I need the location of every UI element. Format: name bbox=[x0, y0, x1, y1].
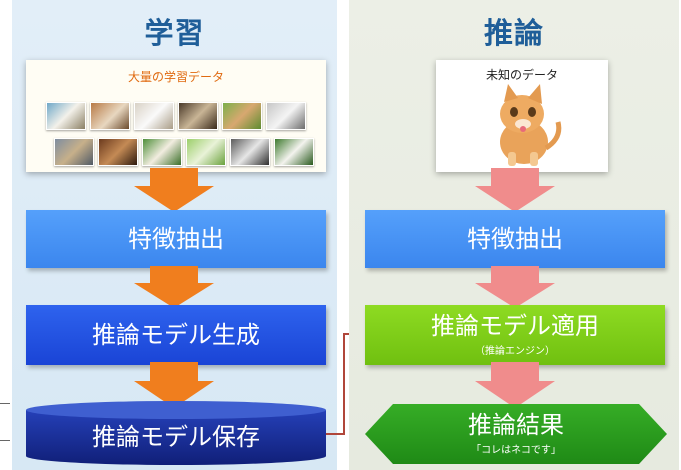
pet-photo-thumbnail bbox=[230, 138, 270, 166]
infer-feature-extraction-box: 特徴抽出 bbox=[365, 210, 665, 268]
learn-feature-extraction-label: 特徴抽出 bbox=[128, 224, 224, 253]
infer-arrow-1 bbox=[475, 168, 555, 212]
pet-photo-thumbnail bbox=[142, 138, 182, 166]
model-storage-database bbox=[26, 401, 326, 465]
kitten-image bbox=[500, 84, 562, 166]
pet-photo-thumbnail bbox=[54, 138, 94, 166]
inference-result-label-wrap: 推論結果 「コレはネコです」 bbox=[365, 404, 667, 464]
inference-result-label: 推論結果 bbox=[468, 410, 564, 439]
infer-arrow-3 bbox=[475, 362, 555, 408]
bird-photo-thumbnail bbox=[186, 138, 226, 166]
learn-feature-extraction-box: 特徴抽出 bbox=[26, 210, 326, 268]
model-generation-label: 推論モデル生成 bbox=[92, 320, 260, 349]
pet-photo-thumbnail bbox=[98, 138, 138, 166]
inference-panel: 推論 未知のデータ 特徴抽出 推論モデル適用 （推論エンジン） bbox=[349, 0, 679, 470]
unknown-data-label: 未知のデータ bbox=[485, 68, 558, 82]
pet-photo-thumbnail bbox=[222, 102, 262, 130]
inference-title: 推論 bbox=[483, 16, 544, 50]
model-application-label: 推論モデル適用 bbox=[431, 311, 599, 340]
edge-line-top bbox=[0, 403, 10, 404]
unknown-data-card: 未知のデータ bbox=[436, 60, 608, 172]
learning-title: 学習 bbox=[144, 16, 205, 50]
learn-arrow-2 bbox=[134, 266, 214, 308]
model-application-sublabel: （推論エンジン） bbox=[475, 346, 555, 358]
model-generation-box: 推論モデル生成 bbox=[26, 305, 326, 365]
inference-result-sublabel: 「コレはネコです」 bbox=[471, 445, 561, 457]
pet-photo-thumbnail bbox=[90, 102, 130, 130]
model-storage-label-wrap: 推論モデル保存 bbox=[26, 415, 326, 459]
training-data-label: 大量の学習データ bbox=[127, 70, 224, 84]
model-application-box: 推論モデル適用 （推論エンジン） bbox=[365, 305, 665, 365]
training-data-card: 大量の学習データ bbox=[26, 60, 326, 172]
learn-arrow-1 bbox=[134, 168, 214, 212]
pet-photo-thumbnail bbox=[134, 102, 174, 130]
learning-panel: 学習 大量の学習データ 特徴抽出 推論モデル生成 bbox=[12, 0, 337, 470]
pet-photo-thumbnail bbox=[178, 102, 218, 130]
infer-feature-extraction-label: 特徴抽出 bbox=[467, 224, 563, 253]
model-storage-label: 推論モデル保存 bbox=[92, 422, 260, 451]
pet-photo-thumbnail bbox=[266, 102, 306, 130]
pet-photo-thumbnail bbox=[274, 138, 314, 166]
learn-arrow-3 bbox=[134, 362, 214, 408]
inference-result-hexagon bbox=[365, 404, 667, 464]
pet-photo-thumbnail bbox=[46, 102, 86, 130]
edge-line-bottom bbox=[0, 440, 10, 441]
infer-arrow-2 bbox=[475, 266, 555, 308]
